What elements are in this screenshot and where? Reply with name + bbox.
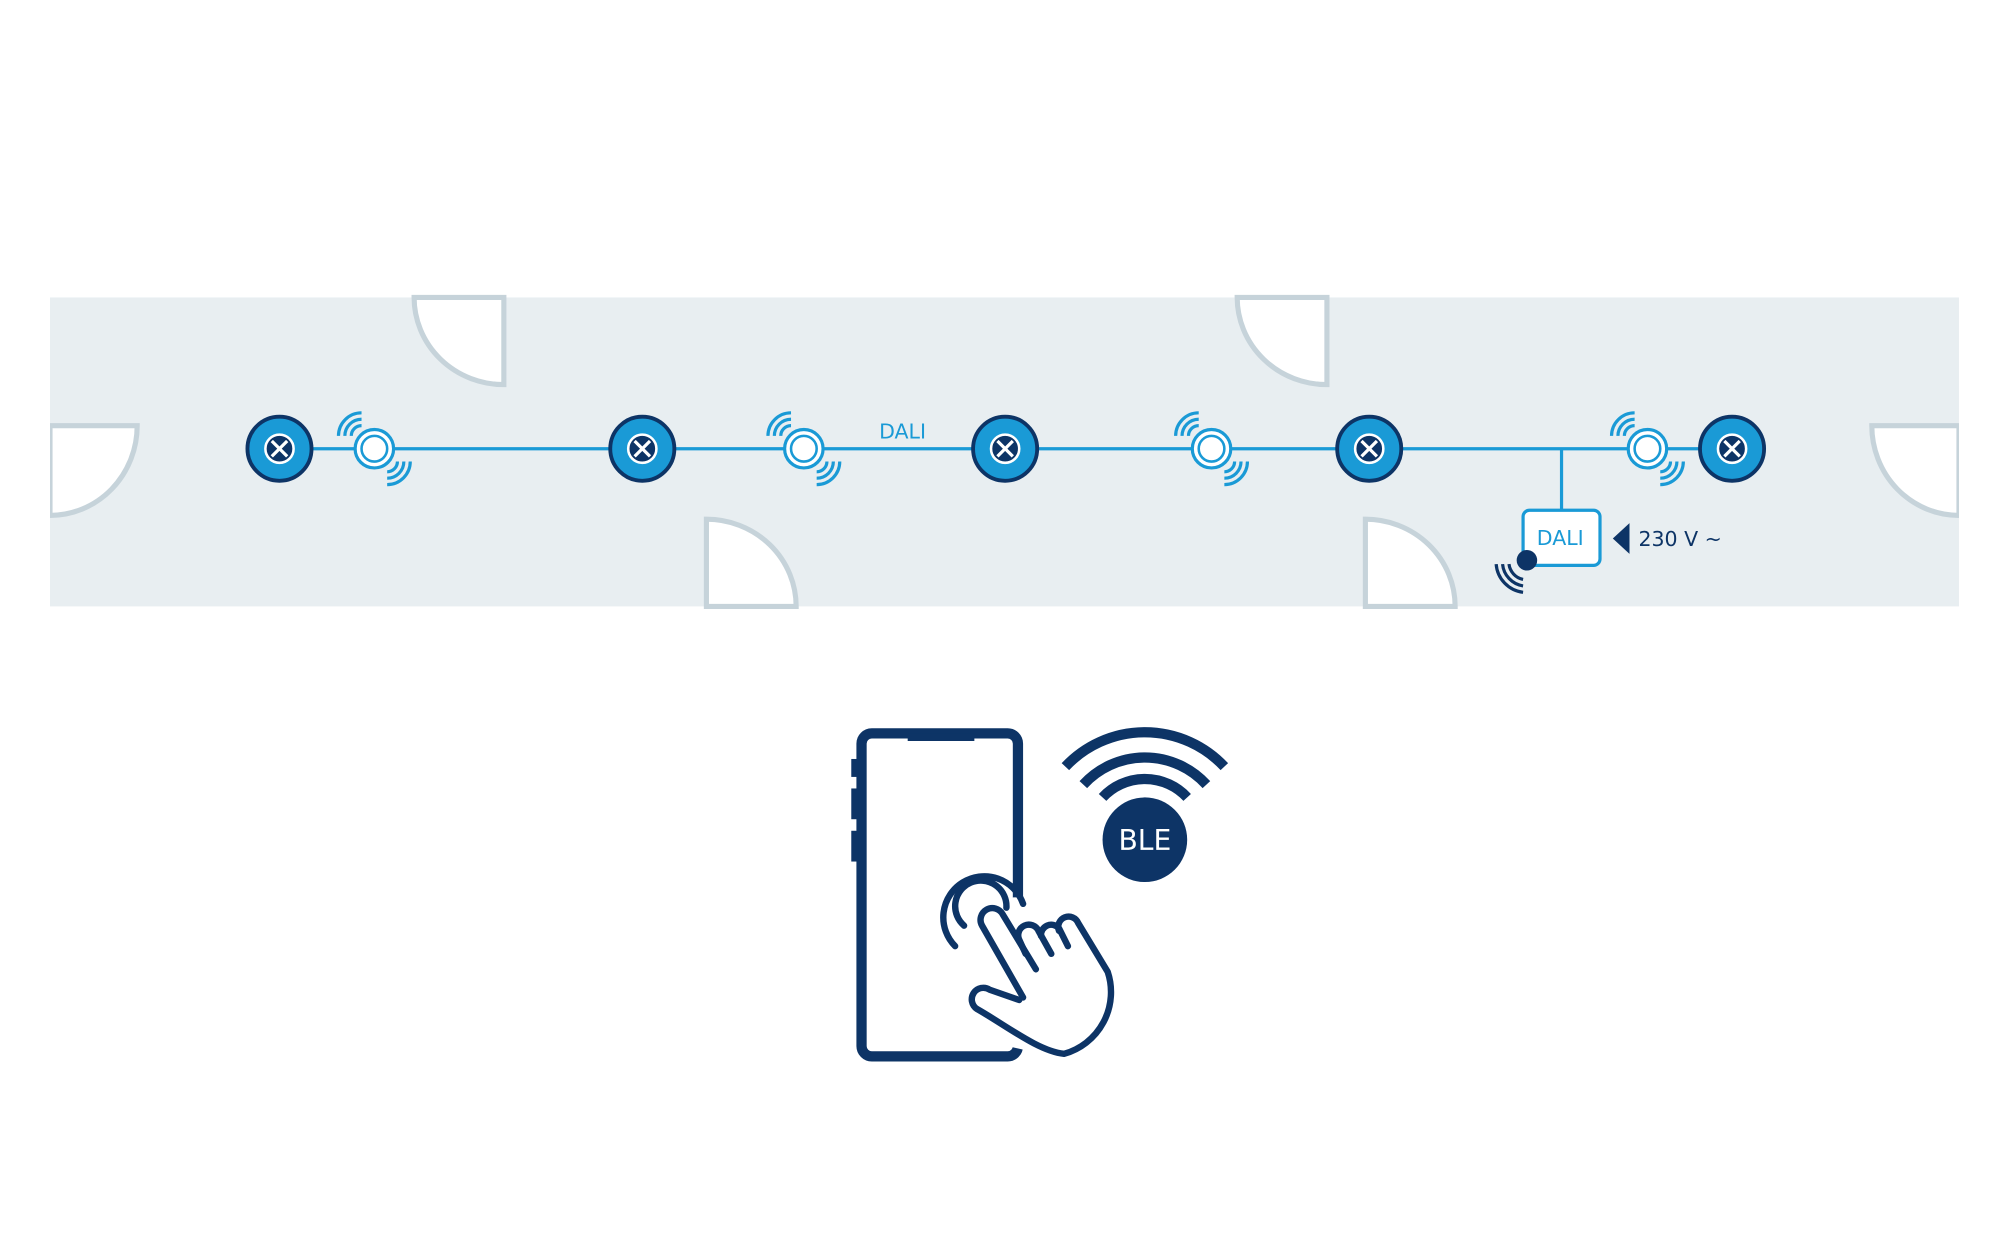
door-top-1 <box>411 294 507 388</box>
dali-gateway-box <box>1521 508 1602 567</box>
luminaire-icon <box>971 414 1040 483</box>
sensor-icon <box>1609 411 1685 487</box>
luminaire-icon <box>608 414 677 483</box>
wireless-signal-icon <box>336 411 412 487</box>
door-left <box>47 423 140 518</box>
ble-badge-icon <box>1102 797 1188 883</box>
luminaire-icon <box>245 414 314 483</box>
wireless-signal-icon <box>1494 563 1524 594</box>
smartphone-app: BLE <box>851 727 1229 1062</box>
wireless-signal-icon <box>766 411 842 487</box>
wireless-signal-icon <box>1609 411 1685 487</box>
sensor-icon <box>766 411 842 487</box>
gateway-antenna-dot <box>1516 550 1538 571</box>
door-top-2 <box>1234 294 1330 388</box>
door-bottom-2 <box>1362 516 1458 609</box>
sensor-icon <box>336 411 412 487</box>
dali-bus-label: DALI <box>879 419 926 443</box>
luminaire-icon <box>1335 414 1404 483</box>
sensor-icon <box>1174 411 1250 487</box>
power-label: 230 V ~ <box>1638 527 1721 551</box>
ble-label: BLE <box>1118 824 1171 857</box>
door-right <box>1869 423 1962 518</box>
dali-gateway-label: DALI <box>1537 526 1584 550</box>
ble-signal-icon <box>1061 727 1229 802</box>
power-arrow-icon <box>1612 523 1630 554</box>
luminaire-icon <box>1698 414 1767 483</box>
dali-gateway: DALI 230 V ~ <box>1494 508 1722 594</box>
wireless-signal-icon <box>1174 411 1250 487</box>
luminaires <box>245 414 1767 483</box>
sensors <box>336 411 1685 487</box>
door-bottom-1 <box>703 516 799 609</box>
hand-tap-icon <box>940 873 1116 1059</box>
